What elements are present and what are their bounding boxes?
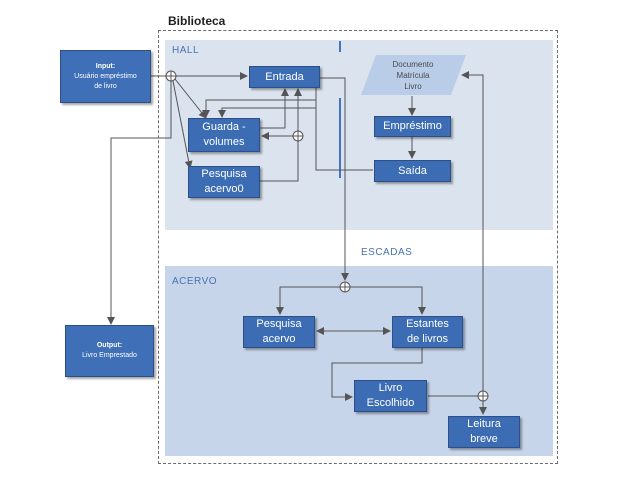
edge-junction-guarda <box>174 78 207 119</box>
output-text: Livro Emprestado <box>82 352 137 359</box>
output-box: Output: Livro Emprestado <box>65 325 154 377</box>
edge-estantes-livro <box>331 348 423 401</box>
edge-saida-guarda <box>202 99 373 171</box>
junction-hall <box>292 130 304 142</box>
pesquisa-acervo0-box: Pesquisa acervo0 <box>188 166 260 198</box>
edge-guarda-entrada <box>260 88 289 129</box>
junction-acervo <box>339 281 351 293</box>
edge-entrada-acervo <box>320 77 349 281</box>
edge-junction-output <box>107 81 172 325</box>
saida-box: Saída <box>374 160 451 182</box>
acervo-label: ACERVO <box>172 276 218 287</box>
input-heading: Input: <box>95 62 116 70</box>
documento-shape <box>361 55 466 95</box>
input-text: Usuário empréstimo de livro <box>74 72 137 90</box>
edge-junction3-pesquisa <box>276 286 340 315</box>
pesquisa-acervo-box: Pesquisa acervo <box>243 316 315 348</box>
edge-junction-pesquisa0 <box>172 80 193 169</box>
edge-junction3-estantes <box>350 286 426 315</box>
emprestimo-box: Empréstimo <box>374 116 451 137</box>
entrada-box: Entrada <box>249 66 320 88</box>
hall-label: HALL <box>172 45 200 56</box>
leitura-breve-box: Leitura breve <box>448 416 520 448</box>
livro-escolhido-box: Livro Escolhido <box>354 380 427 412</box>
estantes-de-livros-box: Estantes de livros <box>392 316 463 348</box>
edge-entrada-guarda <box>218 86 317 118</box>
guarda-volumes-box: Guarda - volumes <box>188 118 260 152</box>
edge-pesquisa0-junction2 <box>260 141 299 182</box>
documento-matricula-livro: Documento Matrícula Livro <box>392 59 434 91</box>
junction-input <box>165 70 177 82</box>
junction-leitura <box>477 390 489 402</box>
input-box: Input: Usuário empréstimo de livro <box>60 50 151 103</box>
biblioteca-boundary <box>158 30 558 464</box>
output-heading: Output: <box>96 342 123 349</box>
diagram-title: Biblioteca <box>168 14 226 28</box>
escadas-label: ESCADAS <box>361 247 413 258</box>
edge-junction4-documento <box>461 71 484 391</box>
